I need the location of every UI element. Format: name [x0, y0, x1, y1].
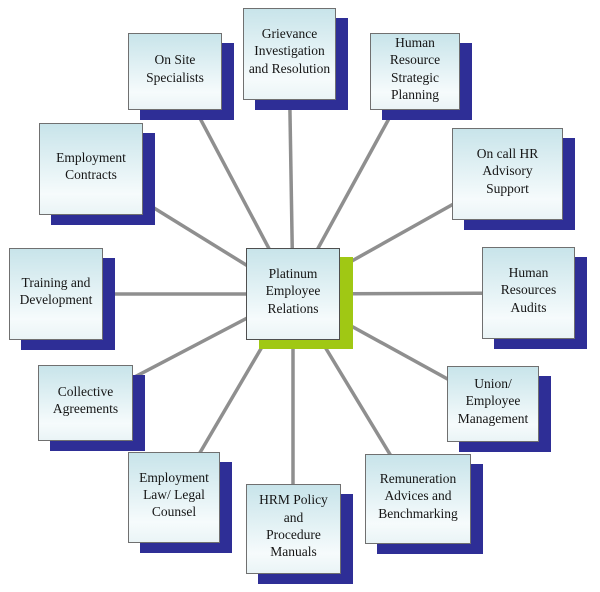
node-box: HRM Policy and Procedure Manuals — [246, 484, 341, 574]
node-hr-strategic-planning: Human Resource Strategic Planning — [370, 33, 472, 120]
node-label: Remuneration Advices and Benchmarking — [378, 471, 458, 521]
node-label: Human Resource Strategic Planning — [389, 34, 441, 102]
node-on-call-hr-advisory: On call HR Advisory Support — [452, 128, 575, 230]
node-employment-contracts: Employment Contracts — [39, 123, 155, 225]
node-label: Human Resources Audits — [500, 265, 557, 315]
node-box: Grievance Investigation and Resolution — [243, 8, 336, 100]
node-label: On Site Specialists — [146, 52, 204, 85]
node-union-employee-management: Union/ Employee Management — [447, 366, 551, 452]
node-training-development: Training and Development — [9, 248, 115, 350]
node-box: Collective Agreements — [38, 365, 133, 441]
node-label: Collective Agreements — [52, 383, 119, 416]
node-label: On call HR Advisory Support — [476, 146, 539, 196]
node-box: Training and Development — [9, 248, 103, 340]
node-label: Employment Law/ Legal Counsel — [139, 469, 209, 520]
node-collective-agreements: Collective Agreements — [38, 365, 145, 451]
node-box: Human Resources Audits — [482, 247, 575, 339]
node-box: On Site Specialists — [128, 33, 222, 110]
node-label: HRM Policy and Procedure Manuals — [259, 492, 328, 560]
node-label: Training and Development — [19, 274, 93, 307]
node-box: Remuneration Advices and Benchmarking — [365, 454, 471, 544]
node-employment-law-counsel: Employment Law/ Legal Counsel — [128, 452, 232, 553]
node-box: Employment Contracts — [39, 123, 143, 215]
node-box: Human Resource Strategic Planning — [370, 33, 460, 110]
center-node-box: Platinum Employee Relations — [246, 248, 340, 340]
node-label: Union/ Employee Management — [457, 376, 529, 426]
node-box: Employment Law/ Legal Counsel — [128, 452, 220, 543]
node-label: Employment Contracts — [56, 149, 126, 182]
center-node-platinum-employee-relations: Platinum Employee Relations — [246, 248, 353, 349]
center-node-label: Platinum Employee Relations — [265, 266, 321, 316]
node-hrm-policy-manuals: HRM Policy and Procedure Manuals — [246, 484, 353, 584]
node-remuneration-benchmarking: Remuneration Advices and Benchmarking — [365, 454, 483, 554]
node-hr-audits: Human Resources Audits — [482, 247, 587, 349]
node-label: Grievance Investigation and Resolution — [248, 26, 331, 76]
node-box: Union/ Employee Management — [447, 366, 539, 442]
node-box: On call HR Advisory Support — [452, 128, 563, 220]
node-grievance-investigation: Grievance Investigation and Resolution — [243, 8, 348, 110]
node-on-site-specialists: On Site Specialists — [128, 33, 234, 120]
